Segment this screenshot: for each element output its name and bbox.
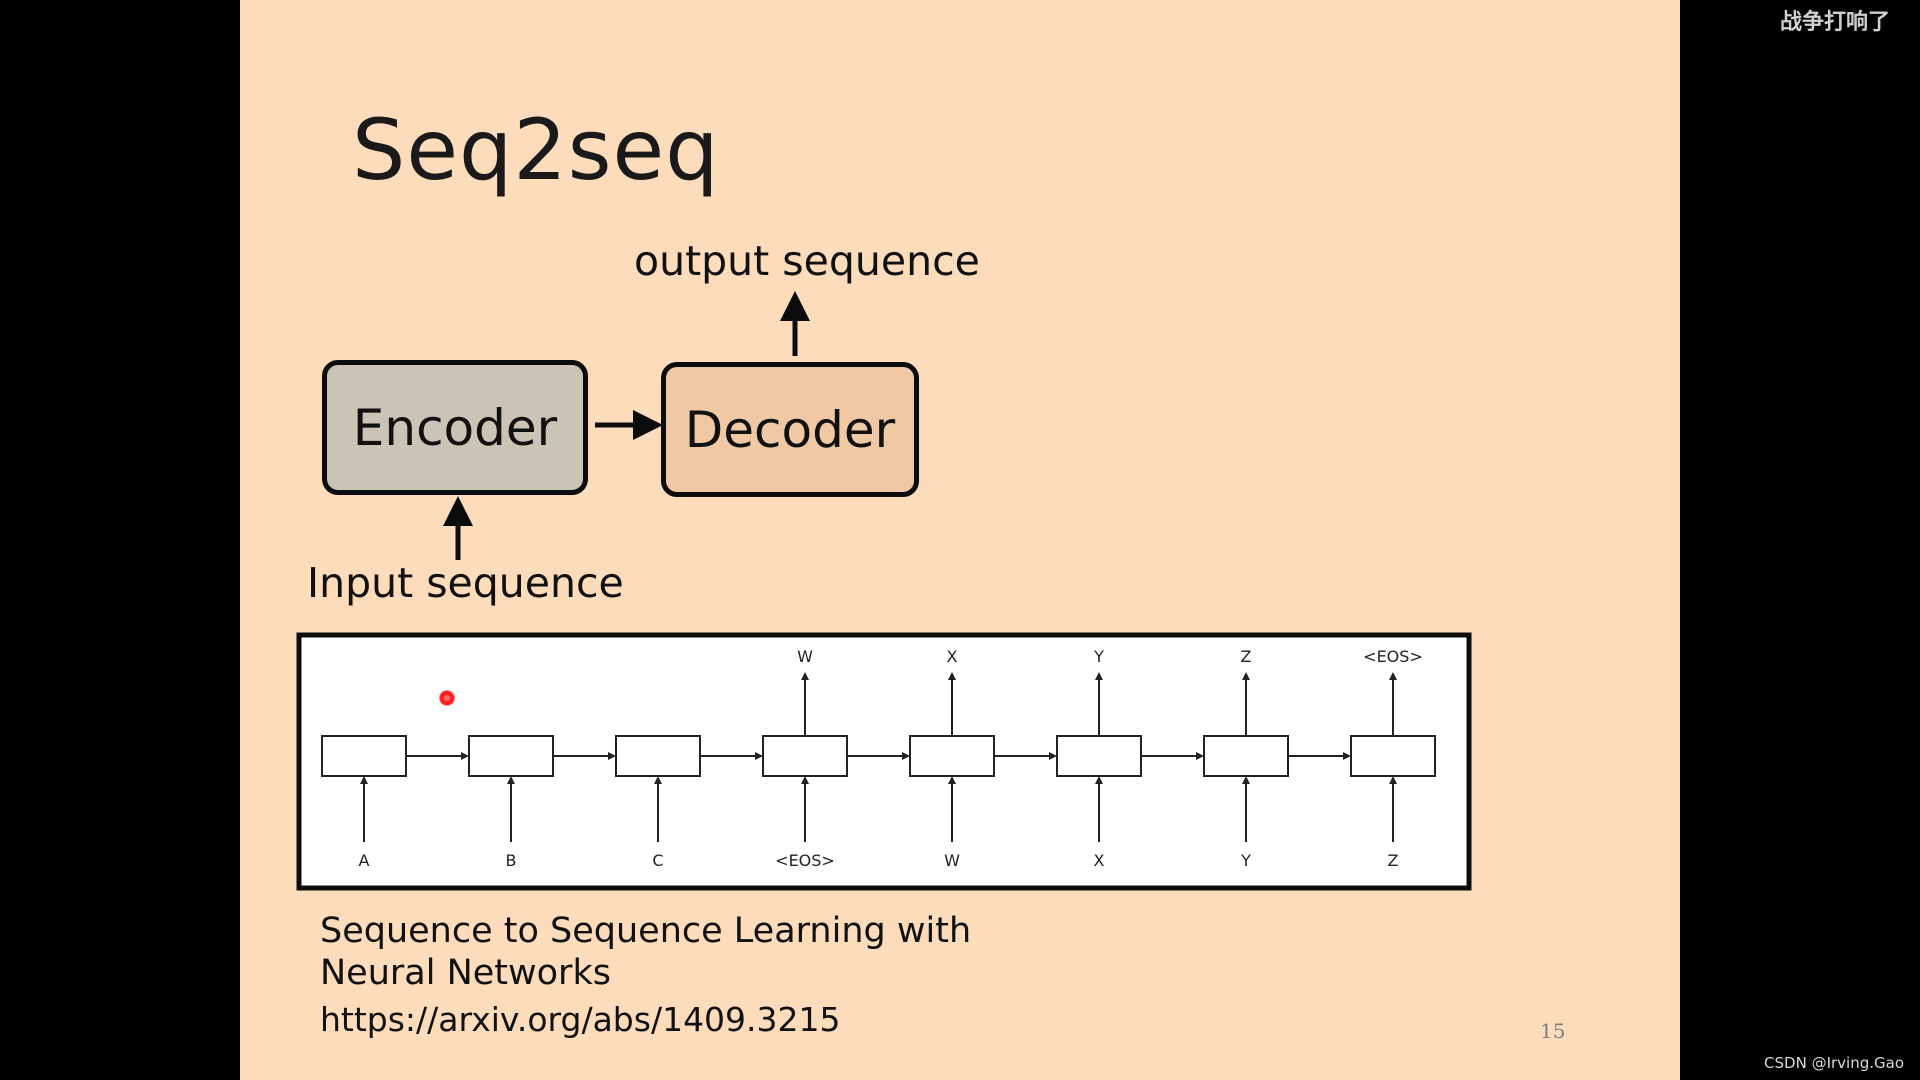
rnn-cell — [468, 735, 554, 777]
rnn-cell — [1056, 735, 1142, 777]
rnn-cell — [1203, 735, 1289, 777]
input-token: A — [359, 851, 370, 870]
decoder-box: Decoder — [661, 362, 919, 497]
presentation-slide: Seq2seq output sequence Encoder Decoder … — [240, 0, 1680, 1080]
output-sequence-label: output sequence — [634, 237, 980, 285]
input-token: Y — [1240, 851, 1251, 870]
input-token: Z — [1388, 851, 1399, 870]
input-sequence-label: Input sequence — [307, 559, 624, 607]
rnn-cell — [762, 735, 848, 777]
output-token: X — [947, 647, 958, 666]
input-token: W — [944, 851, 960, 870]
slide-number: 15 — [1540, 1019, 1566, 1043]
laser-pointer-dot — [439, 690, 455, 706]
output-token: <EOS> — [1363, 647, 1423, 666]
input-token: B — [506, 851, 517, 870]
decoder-label: Decoder — [684, 400, 896, 459]
paper-url[interactable]: https://arxiv.org/abs/1409.3215 — [320, 1000, 841, 1039]
diagram-arrows: A B C <EOS> W W X X Y Y Z Z <EOS> — [296, 291, 1472, 891]
encoder-label: Encoder — [352, 398, 558, 457]
top-watermark: 战争打响了 — [1779, 10, 1890, 35]
output-token: Y — [1093, 647, 1104, 666]
input-token: C — [652, 851, 663, 870]
input-token: <EOS> — [775, 851, 835, 870]
csdn-watermark: CSDN @Irving.Gao — [1764, 1054, 1904, 1072]
encoder-box: Encoder — [322, 360, 588, 495]
citation-line-2: Neural Networks — [320, 953, 611, 993]
citation-line-1: Sequence to Sequence Learning with — [320, 911, 972, 951]
output-token: Z — [1241, 647, 1252, 666]
output-token: W — [797, 647, 813, 666]
rnn-cell — [1350, 735, 1436, 777]
slide-title: Seq2seq — [352, 101, 720, 199]
rnn-cell — [909, 735, 995, 777]
input-token: X — [1094, 851, 1105, 870]
rnn-unrolled-diagram: A B C <EOS> W W X X Y Y Z Z <EOS> — [321, 647, 1436, 870]
rnn-cell — [321, 735, 407, 777]
rnn-cell — [615, 735, 701, 777]
paper-citation: Sequence to Sequence Learning with Neura… — [320, 910, 971, 994]
